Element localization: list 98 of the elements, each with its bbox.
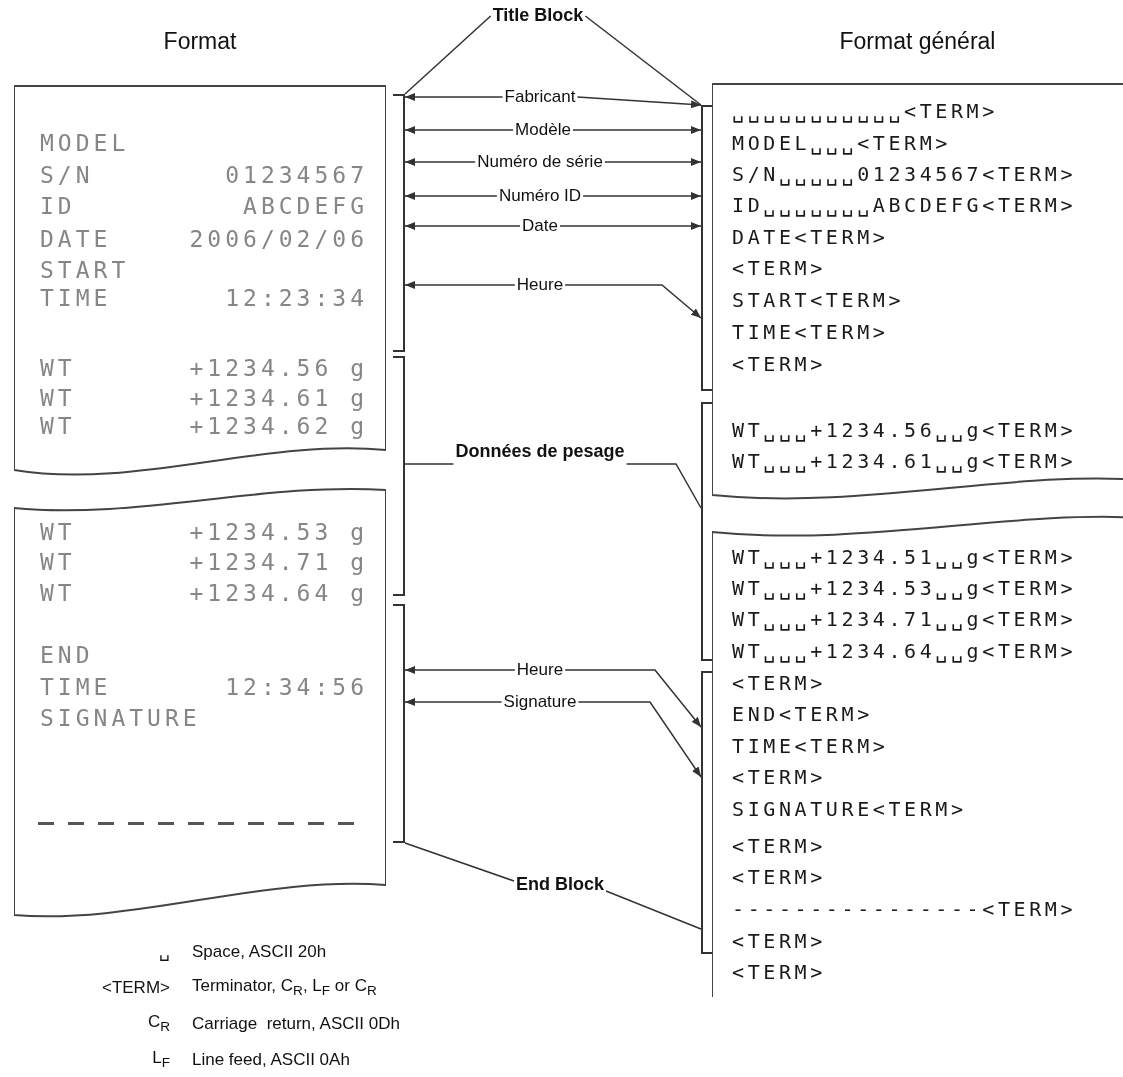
field-label: Numéro ID [496,186,584,206]
bracket [701,671,712,954]
output-line: <TERM> [732,354,826,374]
leader-arrow [604,158,702,166]
column-heading: Format général [839,28,996,55]
leader-arrow [577,701,702,778]
printout-line: 2006/02/06 [189,227,368,251]
printout-line: DATE [40,227,112,251]
bracket [393,356,405,596]
printout-line: MODEL [40,131,130,155]
leader-line [625,463,702,509]
printout-line: WT [40,356,76,380]
leader-arrow [404,158,476,166]
leader-line [404,463,455,465]
output-line: WT␣␣␣+1234.64␣␣g<TERM> [732,641,1077,661]
column-heading: Format [163,28,237,55]
output-line: ␣␣␣␣␣␣␣␣␣␣␣<TERM> [732,101,998,121]
leader-arrow [404,698,503,706]
output-line: <TERM> [732,767,826,787]
key-symbol: L$_{F}$ [152,1049,170,1071]
printout-line: ABCDEFG [243,194,368,218]
field-label: Modèle [513,120,573,140]
leader-arrow [564,284,702,319]
printout-line: TIME [40,286,112,310]
output-line: WT␣␣␣+1234.51␣␣g<TERM> [732,547,1077,567]
output-line: SIGNATURE<TERM> [732,799,967,819]
output-line: <TERM> [732,962,826,982]
printout-line: SIGNATURE [40,706,201,730]
key-description: Carriage return, ASCII 0Dh [192,1014,400,1034]
printout-line: WT [40,550,76,574]
output-line: <TERM> [732,836,826,856]
output-line: <TERM> [732,673,826,693]
key-description: Space, ASCII 20h [192,942,327,962]
output-line: MODEL␣␣␣<TERM> [732,133,951,153]
output-line: DATE<TERM> [732,227,889,247]
printout-line: 01234567 [225,163,368,187]
leader-arrow [564,669,702,728]
printout-line: WT [40,581,76,605]
printout-line: +1234.53 g [189,520,368,544]
bracket [393,604,405,843]
leader-arrow [404,222,521,230]
output-line: TIME<TERM> [732,322,889,342]
output-line: WT␣␣␣+1234.53␣␣g<TERM> [732,578,1077,598]
leader-arrow [404,93,504,101]
output-line: WT␣␣␣+1234.71␣␣g<TERM> [732,609,1077,629]
printout-line: ID [40,194,76,218]
bracket [393,94,405,352]
output-line: WT␣␣␣+1234.56␣␣g<TERM> [732,420,1077,440]
leader-line [404,15,492,95]
output-line: S/N␣␣␣␣␣01234567<TERM> [732,164,1077,184]
printout-line: +1234.56 g [189,356,368,380]
leader-arrow [559,222,702,230]
printout-line: +1234.71 g [189,550,368,574]
section-label: Title Block [490,6,586,26]
printout-line: +1234.62 g [189,414,368,438]
output-line: ----------------<TERM> [732,899,1077,919]
field-label: Numéro de série [475,152,605,172]
printout-line: +1234.64 g [189,581,368,605]
printout-line: END [40,643,94,667]
leader-arrow [404,666,516,674]
printout-line: WT [40,520,76,544]
printout-line: 12:34:56 [225,675,368,699]
printout-line: WT [40,386,76,410]
leader-arrow [404,192,498,200]
section-label: End Block [514,875,606,895]
section-label: Données de pesage [453,442,627,462]
output-line: START<TERM> [732,290,905,310]
leader-arrow [582,192,702,200]
output-line: <TERM> [732,867,826,887]
output-line: ID␣␣␣␣␣␣␣ABCDEFG<TERM> [732,195,1077,215]
printout-line: +1234.61 g [189,386,368,410]
leader-arrow [572,126,702,134]
key-description: Line feed, ASCII 0Ah [192,1050,350,1070]
leader-arrow [576,96,702,109]
field-label: Fabricant [502,87,578,107]
leader-arrow [404,281,516,289]
leader-line [584,15,702,106]
leader-line [605,890,702,930]
printout-line: WT [40,414,76,438]
field-label: Heure [514,275,566,295]
leader-line [404,842,515,882]
output-line: TIME<TERM> [732,736,889,756]
key-symbol: ␣ [159,942,170,962]
printout-line: TIME [40,675,112,699]
printout-line: START [40,258,130,282]
key-symbol: <TERM> [101,978,170,998]
output-line: <TERM> [732,258,826,278]
field-label: Signature [501,692,579,712]
output-line: <TERM> [732,931,826,951]
field-label: Heure [514,660,566,680]
field-label: Date [520,216,560,236]
leader-arrow [404,126,514,134]
printout-line: S/N [40,163,94,187]
key-symbol: C$_{R}$ [147,1013,170,1035]
output-line: WT␣␣␣+1234.61␣␣g<TERM> [732,451,1077,471]
key-description: Terminator, C$_{R}$, L$_{F}$ or C$_{R}$ [192,977,377,999]
output-line: END<TERM> [732,704,873,724]
printout-line: 12:23:34 [225,286,368,310]
